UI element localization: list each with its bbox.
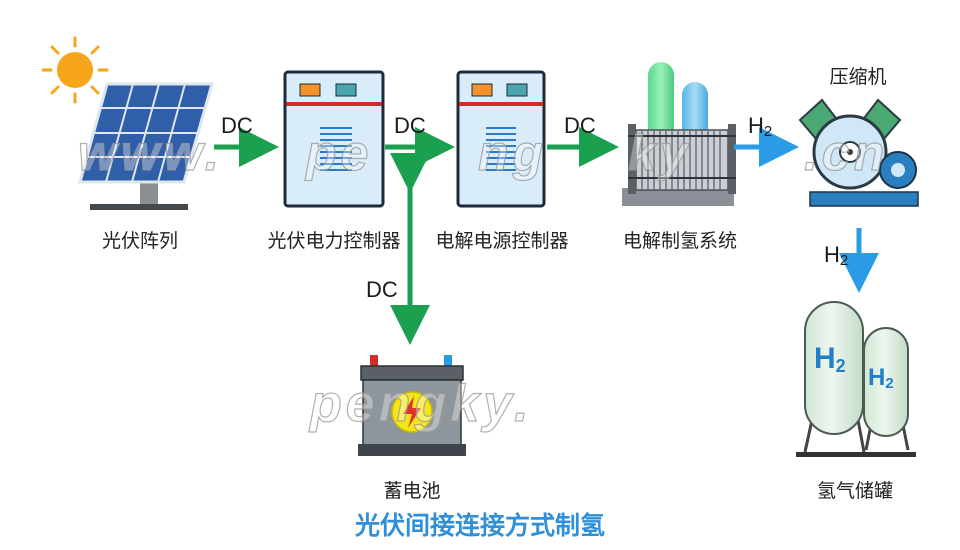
watermark-segment: ky — [627, 125, 692, 181]
label-pv-array: 光伏阵列 — [101, 230, 179, 252]
flow-label-dc-battery: DC — [366, 277, 398, 302]
label-electrolysis-controller: 电解电源控制器 — [435, 230, 569, 252]
watermark-segment: pengky. — [309, 375, 533, 433]
label-h2-storage: 氢气储罐 — [816, 480, 894, 502]
watermark-segment: pe — [305, 125, 373, 181]
label-pv-controller: 光伏电力控制器 — [267, 230, 401, 252]
flow-label-dc-3: DC — [564, 113, 596, 138]
tank-label-small: H2 — [868, 364, 894, 392]
label-battery: 蓄电池 — [383, 480, 441, 502]
watermark-segment: ng — [477, 125, 548, 181]
diagram-caption: 光伏间接连接方式制氢 — [354, 511, 606, 540]
sun-icon — [41, 36, 109, 104]
flow-label-h2-storage: H2 — [824, 242, 849, 269]
flow-label-dc-2: DC — [394, 113, 426, 138]
tank-label-large: H2 — [814, 342, 846, 376]
watermark-segment: .cn — [803, 125, 889, 181]
flow-label-h2-compressor: H2 — [748, 113, 773, 140]
solar-panel-icon — [78, 82, 214, 210]
hydrogen-tank-icon — [796, 301, 916, 457]
electrolysis-controller-icon — [456, 70, 546, 208]
pv-controller-icon — [283, 70, 385, 208]
label-compressor: 压缩机 — [829, 66, 887, 88]
electrolyzer-icon — [622, 62, 736, 206]
battery-icon — [358, 355, 466, 456]
flow-label-dc-1: DC — [221, 113, 253, 138]
label-electrolysis-system: 电解制氢系统 — [622, 230, 738, 252]
watermark-segment: www. — [77, 125, 223, 181]
compressor-icon — [798, 98, 919, 207]
